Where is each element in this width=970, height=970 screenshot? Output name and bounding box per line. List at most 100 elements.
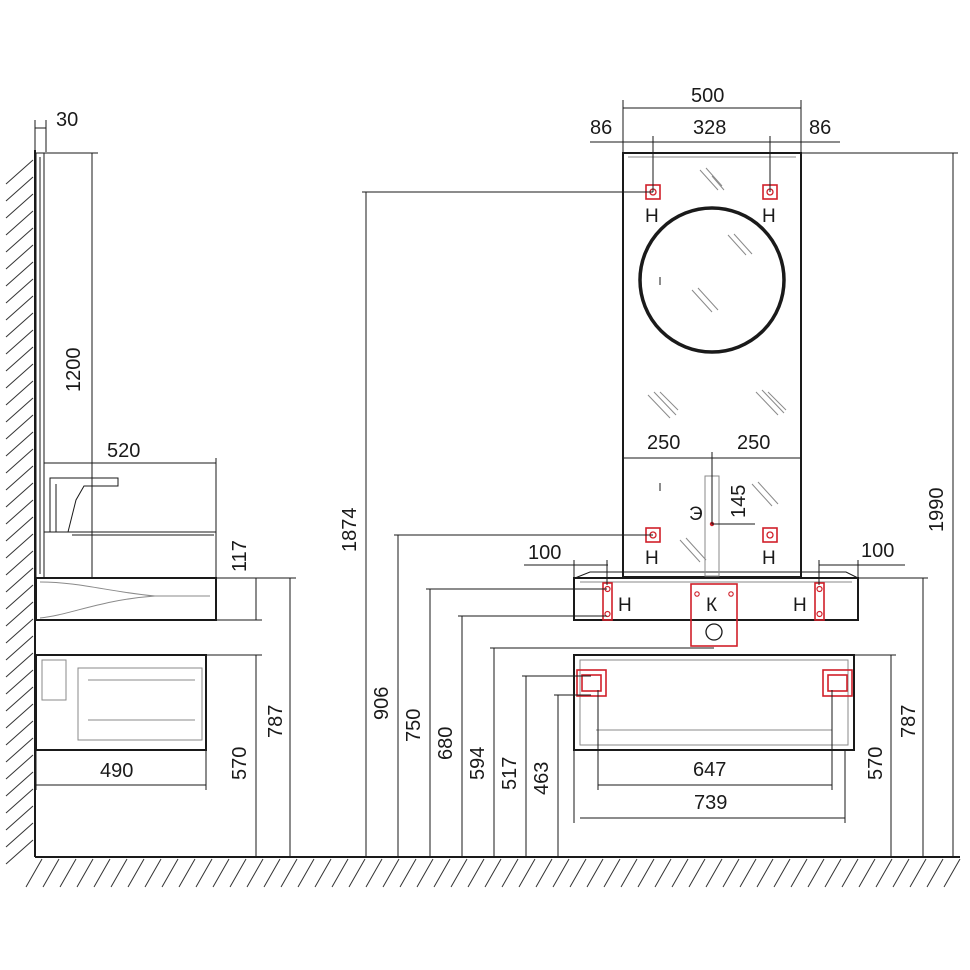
- wall-hatch-line: [5, 176, 34, 202]
- dim-cabinet-top-height: 787: [262, 577, 296, 857]
- floor-hatch-line: [756, 858, 774, 888]
- label-cabinet-top-height: 787: [265, 705, 287, 738]
- dim-cabinet-inner-width: 647: [597, 690, 833, 790]
- label-front-cabinet-height: 570: [865, 747, 887, 780]
- floor-hatch-line: [671, 858, 689, 888]
- floor-hatch-line: [450, 858, 468, 888]
- label-height-680: 680: [435, 727, 457, 760]
- floor-hatch-line: [790, 858, 808, 888]
- wall-hatch-line: [5, 771, 34, 797]
- label-countertop-mount-right: 100: [861, 540, 894, 562]
- wall-hatch-line: [5, 499, 34, 525]
- dim-height-906: 906: [371, 534, 653, 857]
- wall-hatch-line: [5, 227, 34, 253]
- dim-height-517: 517: [499, 675, 591, 857]
- label-mount-offset-left: 86: [590, 117, 612, 139]
- mount-label: Н: [793, 595, 807, 616]
- label-socket-offset-left: 250: [647, 432, 680, 454]
- floor-hatch-line: [688, 858, 706, 888]
- floor-hatch-line: [93, 858, 111, 888]
- label-socket-height: 145: [728, 485, 750, 518]
- wall-hatch-line: [5, 584, 34, 610]
- dim-socket-offsets: 250 250 145: [623, 432, 801, 525]
- socket-label: Э: [689, 504, 703, 525]
- front-countertop: [573, 577, 859, 621]
- dim-mirror-thickness: 30: [34, 109, 78, 152]
- floor-hatch-line: [229, 858, 247, 888]
- wall-hatch-line: [5, 533, 34, 559]
- wall-hatch-line: [5, 482, 34, 508]
- dim-cabinet-height: 570: [206, 654, 262, 857]
- floor-hatch-line: [365, 858, 383, 888]
- socket-marker: Э: [689, 475, 720, 577]
- floor-hatch-line: [858, 858, 876, 888]
- floor-hatch-line: [467, 858, 485, 888]
- dim-cabinet-depth: 490: [35, 750, 207, 790]
- label-mirror-width: 500: [691, 85, 724, 107]
- floor-hatch-line: [348, 858, 366, 888]
- wall-hatch-line: [5, 448, 34, 474]
- wall-hatch-line: [5, 567, 34, 593]
- wall-hatch-line: [5, 788, 34, 814]
- wall-hatch-line: [5, 312, 34, 338]
- label-countertop-mount-left: 100: [528, 542, 561, 564]
- label-height-517: 517: [499, 757, 521, 790]
- floor-hatch-line: [637, 858, 655, 888]
- label-height-906: 906: [371, 687, 393, 720]
- wall-hatch-line: [5, 805, 34, 831]
- floor-hatch-line: [263, 858, 281, 888]
- wall-hatch-line: [5, 414, 34, 440]
- label-mirror-thickness: 30: [56, 109, 78, 131]
- wall-hatch-line: [5, 363, 34, 389]
- floor-hatch-line: [25, 858, 43, 888]
- label-height-463: 463: [531, 762, 553, 795]
- label-cabinet-depth: 490: [100, 760, 133, 782]
- floor-hatch-line: [246, 858, 264, 888]
- side-faucet: [49, 477, 119, 533]
- front-cabinet: [573, 654, 855, 751]
- floor-hatch-line: [382, 858, 400, 888]
- dim-countertop-thickness: 117: [216, 540, 262, 621]
- dim-cabinet-width: 739: [573, 750, 846, 823]
- floor-hatch-line: [399, 858, 417, 888]
- wall-hatch-line: [5, 720, 34, 746]
- mount-label: Н: [762, 548, 776, 569]
- wall-hatch-line: [5, 839, 34, 865]
- floor-hatch-line: [416, 858, 434, 888]
- dim-mount-spacing: 328 86 86: [590, 117, 840, 192]
- wall-hatch-line: [5, 754, 34, 780]
- mount-marker-lower-left: Н: [645, 527, 661, 569]
- wall-hatch-line: [5, 244, 34, 270]
- floor-hatch-line: [739, 858, 757, 888]
- mount-marker-mirror-right: Н: [762, 184, 778, 227]
- cabinet-mount-left: [576, 669, 607, 697]
- label-socket-offset-right: 250: [737, 432, 770, 454]
- wall-hatch-line: [5, 550, 34, 576]
- floor-hatch-line: [943, 858, 961, 888]
- front-view: Н Н Н Н Н Н: [339, 85, 958, 857]
- wall-hatch-line: [5, 669, 34, 695]
- floor-hatch-line: [297, 858, 315, 888]
- mirror-reflection: [647, 167, 787, 563]
- floor-hatch-line: [212, 858, 230, 888]
- floor-hatch-line: [144, 858, 162, 888]
- wall-hatch-line: [5, 193, 34, 219]
- dim-height-680: 680: [435, 615, 607, 857]
- floor-hatch-line: [433, 858, 451, 888]
- wall-hatch-line: [5, 380, 34, 406]
- floor-hatch-line: [586, 858, 604, 888]
- wall-hatch-line: [5, 159, 34, 185]
- wall-hatch-line: [5, 686, 34, 712]
- floor-hatch-line: [280, 858, 298, 888]
- mount-marker-countertop-left: Н: [602, 582, 632, 621]
- floor-hatch-line: [654, 858, 672, 888]
- drain-label: К: [706, 595, 717, 616]
- side-cabinet: [35, 654, 207, 751]
- floor-hatch-line: [535, 858, 553, 888]
- drain-marker: К: [690, 583, 738, 647]
- wall-hatch-line: [5, 465, 34, 491]
- mount-label: Н: [645, 206, 659, 227]
- floor-hatch-line: [569, 858, 587, 888]
- wall-hatch-line: [5, 261, 34, 287]
- floor-hatch-line: [501, 858, 519, 888]
